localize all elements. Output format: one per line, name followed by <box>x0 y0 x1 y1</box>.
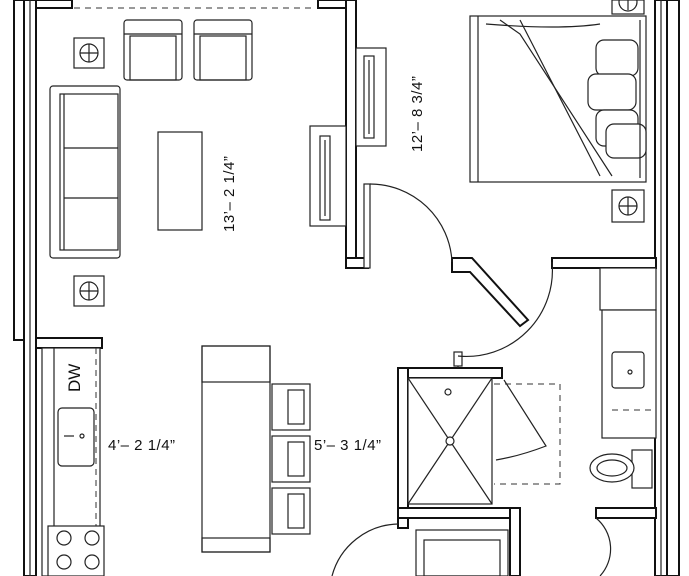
bar-stools <box>271 383 311 535</box>
living-room <box>49 19 347 307</box>
shower-top-wall <box>397 367 503 379</box>
dimension-labels: 13’– 2 1/4” 12’– 8 3/4” 4’– 2 1/4” 5’– 3… <box>108 76 426 454</box>
drain-icon <box>445 436 455 446</box>
top-wall-right <box>317 0 349 9</box>
shower <box>407 377 493 505</box>
angled-wall <box>451 257 530 328</box>
top-wall-left <box>35 0 73 9</box>
bathroom <box>407 267 657 576</box>
dishwasher-label: DW <box>65 364 84 392</box>
bed <box>469 15 647 183</box>
stove <box>47 525 105 576</box>
bedroom-door-leaf <box>363 183 371 269</box>
sofa <box>49 85 121 259</box>
tv-console <box>309 125 347 227</box>
doors <box>331 183 612 576</box>
armchair-right <box>193 19 253 81</box>
bedroom-width-dimension: 12’– 8 3/4” <box>409 76 426 152</box>
kitchen-width-dimension: 4’– 2 1/4” <box>108 437 176 454</box>
walkway-width-dimension: 5’– 3 1/4” <box>314 437 382 454</box>
bath-door-swing <box>457 261 554 358</box>
coffee-table <box>157 131 203 231</box>
kitchen: DW <box>41 345 311 576</box>
kitchen-sink <box>57 407 95 467</box>
shower-left-wall <box>397 367 409 529</box>
outlet-icon <box>73 37 105 69</box>
bath-vanity <box>599 267 657 439</box>
bedroom-bottom-wall <box>551 257 657 269</box>
kitchen-top-wall <box>35 337 103 349</box>
kitchen-island <box>201 345 271 553</box>
outlet-icon <box>611 0 645 15</box>
bedroom-partition-wall <box>345 0 357 269</box>
living-depth-dimension: 13’– 2 1/4” <box>221 156 238 232</box>
bedroom <box>355 0 647 223</box>
outlet-icon <box>611 189 645 223</box>
toilet-icon <box>589 449 653 489</box>
outlet-icon <box>73 275 105 307</box>
dresser <box>355 47 387 147</box>
armchair-left <box>123 19 183 81</box>
